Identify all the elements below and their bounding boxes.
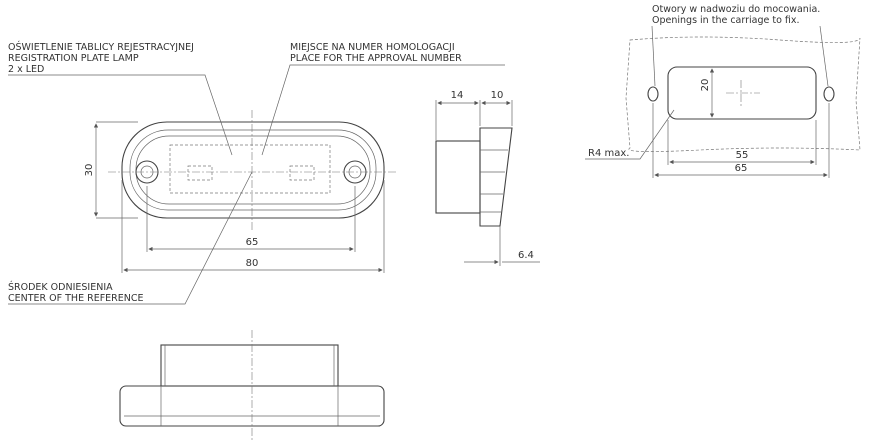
dim-side-depth-base: 14 — [451, 90, 464, 101]
openings-pl: Otwory w nadwoziu do mocowania. — [652, 4, 820, 15]
dim-front-height: 30 — [84, 164, 95, 177]
dim-side-depth-top: 10 — [491, 90, 504, 101]
dim-side-offset: 6.4 — [518, 250, 534, 261]
lamp-lens-outline — [135, 135, 371, 205]
svg-text:REGISTRATION PLATE LAMP: REGISTRATION PLATE LAMP — [8, 53, 139, 64]
svg-text:ŚRODEK ODNIESIENIA: ŚRODEK ODNIESIENIA — [8, 281, 113, 293]
callout-reference: ŚRODEK ODNIESIENIA CENTER OF THE REFEREN… — [8, 171, 253, 305]
cutout-rectangle — [667, 66, 817, 120]
svg-text:2 x LED: 2 x LED — [8, 64, 44, 75]
fix-hole-left — [647, 86, 659, 102]
dim-holes-spacing: 65 — [735, 163, 748, 174]
dim-hole-spacing: 65 — [246, 237, 259, 248]
side-base — [435, 140, 481, 214]
dim-cutout-width: 55 — [736, 150, 749, 161]
dim-overall-length: 80 — [246, 258, 259, 269]
side-view: 14 10 6.4 — [435, 90, 540, 266]
fix-hole-right — [823, 86, 835, 102]
front-view: 30 65 80 — [84, 110, 398, 273]
carriage-panel-outline — [625, 36, 861, 152]
openings-en: Openings in the carriage to fix. — [652, 15, 800, 26]
bottom-body — [160, 344, 339, 387]
led-chip-left — [187, 165, 213, 181]
svg-text:MIEJSCE NA NUMER HOMOLOGACJI: MIEJSCE NA NUMER HOMOLOGACJI — [290, 42, 455, 53]
lamp-inner-outline — [129, 129, 377, 211]
led-chip-right — [289, 165, 315, 181]
callout-approval: MIEJSCE NA NUMER HOMOLOGACJI PLACE FOR T… — [261, 42, 505, 156]
svg-text:CENTER OF THE REFERENCE: CENTER OF THE REFERENCE — [8, 293, 144, 304]
mounting-cutout-view: 20 55 65 R4 max. Otwory w nadwoziu do mo… — [585, 4, 861, 178]
dim-cutout-height: 20 — [700, 79, 711, 92]
svg-text:OŚWIETLENIE TABLICY REJESTRACY: OŚWIETLENIE TABLICY REJESTRACYJNEJ — [8, 41, 194, 53]
callout-lamp: OŚWIETLENIE TABLICY REJESTRACYJNEJ REGIS… — [8, 41, 233, 156]
led-window — [169, 144, 331, 194]
bottom-view — [119, 330, 385, 440]
svg-text:PLACE FOR THE APPROVAL NUMBER: PLACE FOR THE APPROVAL NUMBER — [290, 53, 462, 64]
side-lens — [479, 127, 513, 227]
lamp-outer-outline — [121, 121, 385, 219]
dim-radius: R4 max. — [588, 148, 629, 159]
